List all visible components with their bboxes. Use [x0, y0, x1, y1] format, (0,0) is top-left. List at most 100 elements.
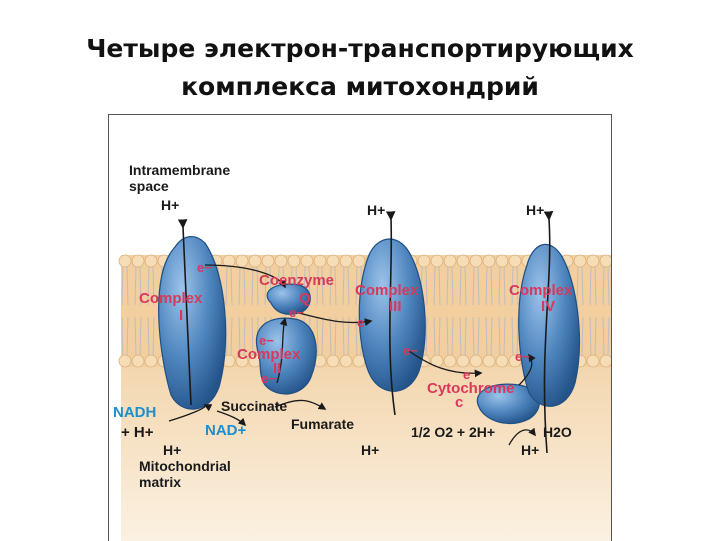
lipid-head — [131, 354, 145, 368]
lipid-tail — [459, 266, 467, 306]
cytochrome-label: Cytochrome — [427, 380, 515, 397]
complex-i-label: Complex — [139, 290, 203, 307]
lipid-tail — [342, 266, 350, 306]
lipid-head — [417, 254, 431, 268]
complex-i — [158, 219, 227, 410]
complex-iv — [518, 211, 580, 454]
lipid-tail — [238, 266, 246, 306]
h-plus-bottom-4: H+ — [521, 442, 539, 458]
h-plus-top-3: H+ — [367, 202, 385, 218]
lipid-head — [274, 254, 288, 268]
lipid-head — [443, 354, 457, 368]
lipid-head — [469, 254, 483, 268]
intramembrane-label-2: space — [129, 178, 169, 194]
lipid-tail — [316, 316, 324, 356]
lipid-tail — [498, 266, 506, 306]
lipid-tail — [238, 316, 246, 356]
h-plus-top-4: H+ — [526, 202, 544, 218]
lipid-head — [430, 254, 444, 268]
lipid-head — [456, 354, 470, 368]
lipid-tail — [576, 266, 584, 306]
lipid-tail — [147, 316, 155, 356]
lipid-head — [144, 254, 158, 268]
lipid-tail — [472, 266, 480, 306]
lipid-tail — [485, 316, 493, 356]
lipid-head — [586, 254, 600, 268]
electron-7: e− — [515, 349, 530, 364]
oxygen-reaction: 1/2 O2 + 2H+ — [411, 424, 495, 440]
lipid-head — [248, 254, 262, 268]
lipid-head — [326, 354, 340, 368]
electron-8: e — [463, 367, 470, 382]
lipid-tail — [329, 316, 337, 356]
coenzyme-q-shape — [266, 283, 311, 315]
diagram-frame: Intramembrane space H+ H+ H+ e− Complex … — [108, 114, 612, 541]
complex-i-number: I — [179, 307, 183, 324]
etc-diagram: Intramembrane space H+ H+ H+ e− Complex … — [113, 162, 611, 541]
lipid-head — [235, 254, 249, 268]
lipid-head — [300, 254, 314, 268]
matrix-label-1: Mitochondrial — [139, 458, 231, 474]
lipid-head — [482, 354, 496, 368]
lipid-tail — [602, 316, 610, 356]
electron-6: e− — [403, 343, 418, 358]
lipid-tail — [134, 266, 142, 306]
complex-iii-label: Complex — [355, 282, 419, 299]
lipid-head — [339, 254, 353, 268]
cytochrome-c-label: c — [455, 394, 463, 411]
lipid-tail — [511, 266, 519, 306]
lipid-head — [586, 354, 600, 368]
lipid-head — [339, 354, 353, 368]
lipid-head — [261, 254, 275, 268]
complex-iv-number: IV — [541, 298, 555, 315]
lipid-tail — [121, 266, 129, 306]
lipid-tail — [459, 316, 467, 356]
lipid-tail — [225, 266, 233, 306]
electron-4: e− — [259, 333, 274, 348]
lipid-tail — [121, 316, 129, 356]
h-plus-top-1: H+ — [161, 197, 179, 213]
lipid-tail — [589, 316, 597, 356]
lipid-head — [287, 254, 301, 268]
electron-1: e− — [197, 260, 212, 275]
lipid-head — [144, 354, 158, 368]
lipid-head — [482, 254, 496, 268]
lipid-tail — [472, 316, 480, 356]
lipid-tail — [251, 266, 259, 306]
complex-ii-label: Complex — [237, 346, 301, 363]
lipid-head — [599, 354, 611, 368]
electron-2: e− — [289, 305, 304, 320]
matrix-label-2: matrix — [139, 474, 181, 490]
electron-flow — [168, 264, 536, 446]
complex-iv-label: Complex — [509, 282, 573, 299]
lipid-tail — [446, 316, 454, 356]
complex-iii — [358, 211, 426, 416]
coenzyme-label: Coenzyme — [259, 272, 334, 289]
proton-path-i — [177, 219, 192, 406]
h-plus-bottom-3: H+ — [361, 442, 379, 458]
lipid-tail — [433, 266, 441, 306]
electron-5: e− — [261, 371, 276, 386]
nad-plus-label: NAD+ — [205, 422, 246, 439]
intramembrane-label-1: Intramembrane — [129, 162, 230, 178]
lipid-tail — [342, 316, 350, 356]
h-plus-bottom-1: H+ — [163, 442, 181, 458]
lipid-tail — [147, 266, 155, 306]
lipid-head — [599, 254, 611, 268]
lipid-head — [118, 354, 132, 368]
lipid-head — [443, 254, 457, 268]
lipid-head — [222, 254, 236, 268]
proton-path-iii — [385, 211, 396, 416]
lipid-head — [235, 354, 249, 368]
electron-3: e — [357, 315, 364, 330]
complex-ii — [256, 283, 317, 395]
lipid-head — [495, 354, 509, 368]
lipid-tail — [498, 316, 506, 356]
coenzyme-q-label: Q — [299, 290, 311, 307]
lipid-tail — [329, 266, 337, 306]
lipid-head — [131, 254, 145, 268]
lipid-head — [495, 254, 509, 268]
lipid-tail — [589, 266, 597, 306]
lipid-tail — [485, 266, 493, 306]
lipid-head — [352, 254, 366, 268]
